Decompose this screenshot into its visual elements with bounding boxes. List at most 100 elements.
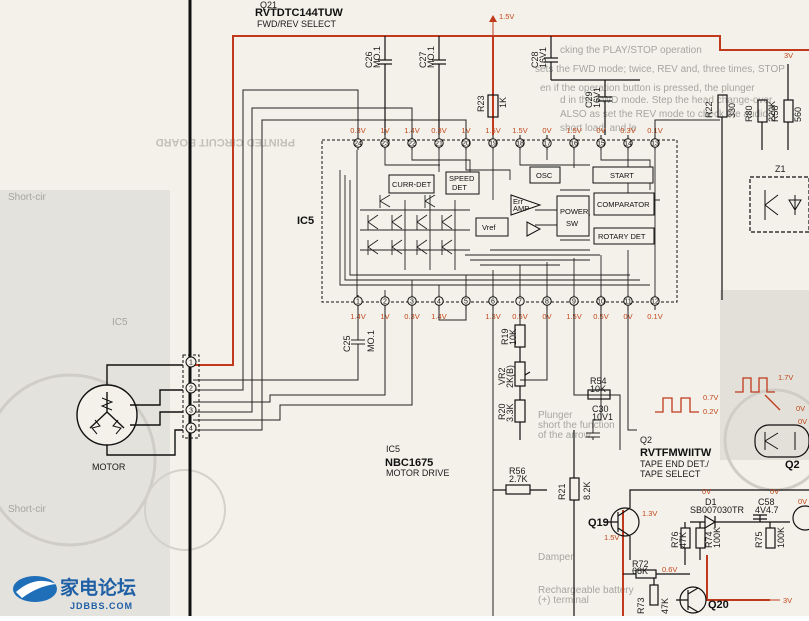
volt-q2-right: 0V — [798, 417, 807, 426]
bottom-pin-number: 5 — [464, 299, 468, 306]
ghost-line-6: short load, and le — [560, 123, 637, 134]
bottom-pin-number: 6 — [491, 299, 495, 306]
top-pin-circle — [623, 138, 633, 148]
bottom-pin-circle — [569, 296, 579, 306]
top-pin-circle — [434, 138, 444, 148]
r75-ref: R75 — [754, 531, 764, 548]
bottom-pin-circle — [353, 296, 363, 306]
volt-q19-emit: 1.5V — [604, 533, 619, 542]
volt-rail-right: 3V — [784, 51, 793, 60]
r72-val: 68K — [632, 566, 648, 576]
watermark-logo: 家电论坛 JDBBS.COM — [13, 576, 136, 611]
bottom-pin-circle — [623, 296, 633, 306]
r56-r21 — [493, 430, 580, 616]
ghost-side-2: short the function — [538, 420, 615, 431]
volt-c58: 0V — [770, 487, 779, 496]
ghost-reel — [0, 373, 157, 547]
ic5-bottom-ref: IC5 — [386, 444, 400, 454]
block-rotary-det — [593, 227, 655, 245]
label-power-sw-1: POWER — [560, 207, 589, 216]
c27-ref: C27 — [418, 51, 428, 68]
c29-val: 16V1 — [592, 87, 602, 108]
r19-vr2-r20 — [514, 324, 531, 440]
top-pin-circle — [596, 138, 606, 148]
d1-ref: D1 — [705, 497, 717, 507]
right-resistors — [717, 64, 794, 300]
top-pin-number: 15 — [597, 141, 605, 148]
r20-val: 3.3K — [505, 403, 515, 422]
watermark-text: 家电论坛 — [60, 576, 136, 599]
ghost-line-3: en if the operation button is pressed, t… — [540, 83, 755, 94]
motor-label: MOTOR — [92, 462, 126, 472]
r54-ref: R54 — [590, 376, 607, 386]
r80-val: 220K — [767, 101, 777, 122]
ic-internal-wiring — [339, 150, 660, 300]
top-pin-number: 17 — [543, 141, 551, 148]
external-wiring — [193, 89, 720, 616]
top-pin-circle — [407, 138, 417, 148]
ghost-side-4: Rechargeable battery — [538, 585, 634, 596]
c58-val: 4V4.7 — [755, 505, 779, 515]
label-start: START — [610, 171, 634, 180]
bottom-pin-circle — [407, 296, 417, 306]
volt-d1: 0V — [702, 487, 711, 496]
c29-ref: C29 — [584, 91, 594, 108]
q2-symbol — [764, 432, 796, 450]
block-osc — [529, 166, 561, 184]
top-caps — [378, 36, 640, 135]
ic5-side-label: IC5 — [297, 215, 314, 227]
volt-rail-top: 1.5V — [499, 12, 514, 21]
top-pin-circle — [461, 138, 471, 148]
r23-ref: R23 — [476, 95, 486, 112]
connector-pin-number: 2 — [189, 386, 193, 393]
q2-part: RVTFMWIITW — [640, 447, 712, 459]
top-pin-voltage: 1.5V — [485, 126, 500, 135]
ghost-side-3: of the arrow. — [538, 430, 593, 441]
r75-val: 100K — [776, 527, 786, 548]
label-speed-det-1: SPEED — [449, 174, 475, 183]
ghost-line-4: d in the FWD mode. Step the head change-… — [560, 95, 773, 106]
q2-package — [754, 424, 809, 458]
r22-val: 330 — [727, 103, 737, 118]
top-pin-voltage: 0.3V — [431, 126, 446, 135]
ghost-line-1: cking the PLAY/STOP operation — [560, 45, 702, 56]
r74-val: 100K — [712, 527, 722, 548]
ghost-reel-2 — [144, 469, 226, 551]
bottom-pin-voltage: 0.1V — [647, 312, 662, 321]
q21-ref: Q21 — [260, 0, 277, 10]
r22-ref: R22 — [704, 101, 714, 118]
top-pin-number: 16 — [570, 141, 578, 148]
ghost-line-2: sets the FWD mode; twice, REV and, three… — [535, 64, 785, 75]
c28-val: 16V1 — [538, 47, 548, 68]
block-comparator — [593, 192, 655, 216]
top-pin-number: 20 — [462, 141, 470, 148]
top-pin-circle — [542, 138, 552, 148]
d1-part: SB007030TR — [690, 505, 745, 515]
top-pin-circle — [380, 138, 390, 148]
top-pin-row: 240.3V231V221.4V210.3V201V191.5V181.5V17… — [350, 126, 663, 150]
bottom-pin-circle — [488, 296, 498, 306]
bottom-pin-circle — [542, 296, 552, 306]
c58-ref: C58 — [758, 497, 775, 507]
r73-ref: R73 — [636, 597, 646, 614]
ghost-line-5: ALSO as set the REV mode to check the au… — [560, 109, 771, 120]
vr2-ref: VR2 — [497, 367, 507, 385]
bottom-pin-number: 4 — [437, 299, 441, 306]
top-pin-voltage: 0V — [596, 126, 605, 135]
q2-desc-1: TAPE END DET./ — [640, 459, 709, 469]
block-start — [592, 166, 654, 184]
volt-rail-bottom: 3V — [783, 596, 792, 605]
pcb-mirrored-text: PRINTED CIRCUIT BOARD — [156, 136, 295, 148]
r23-body — [487, 94, 499, 118]
pulse-waveforms — [655, 377, 781, 413]
top-pin-voltage: 1.5V — [512, 126, 527, 135]
top-pin-number: 23 — [381, 141, 389, 148]
c25-ref: C25 — [342, 335, 352, 352]
bottom-pin-circle — [596, 296, 606, 306]
block-comp-small — [526, 221, 542, 237]
label-comparator: COMPARATOR — [597, 200, 650, 209]
q20-network — [623, 569, 707, 614]
block-curr-det — [388, 174, 435, 194]
